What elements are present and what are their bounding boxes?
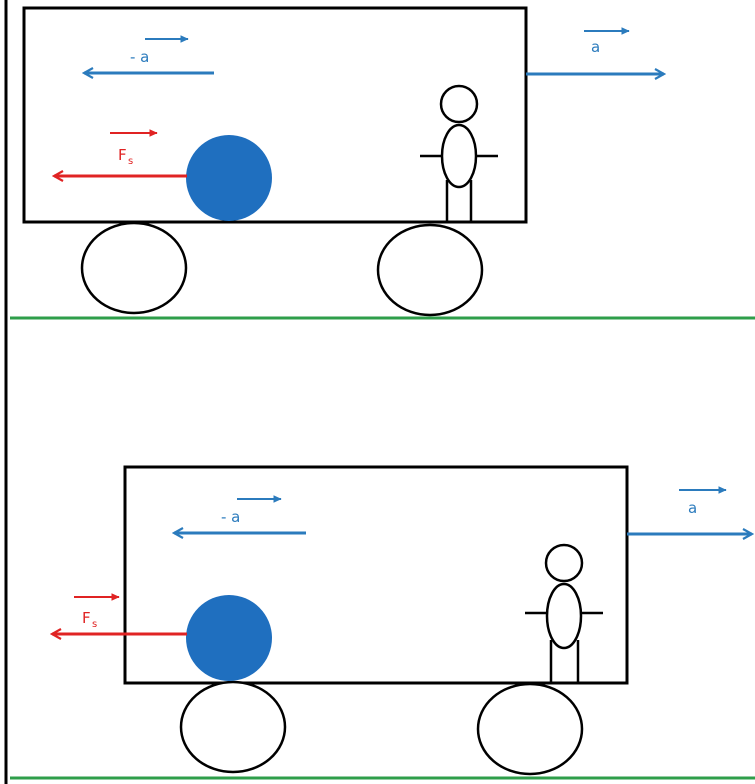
- ball-icon: [186, 135, 272, 221]
- cart-body: [123, 465, 629, 685]
- pseudo-accel-label: - a: [221, 508, 240, 526]
- wheel-icon: [80, 221, 188, 315]
- force-label: F: [82, 609, 91, 627]
- stick-figure-icon: [420, 84, 498, 221]
- force-subscript: s: [92, 619, 97, 630]
- wheel-icon: [179, 680, 287, 774]
- panel-1: a - a F s: [10, 6, 755, 320]
- force-subscript: s: [128, 156, 133, 167]
- pseudo-accel-label: - a: [130, 48, 149, 66]
- cart-body: [22, 6, 528, 224]
- panel-2: a - a F s: [10, 465, 755, 780]
- accel-label: a: [688, 499, 697, 517]
- stick-figure-icon: [525, 543, 603, 683]
- force-label: F: [118, 146, 127, 164]
- accel-label: a: [591, 38, 600, 56]
- wheel-icon: [376, 223, 484, 317]
- ball-icon: [186, 595, 272, 681]
- wheel-icon: [476, 682, 584, 776]
